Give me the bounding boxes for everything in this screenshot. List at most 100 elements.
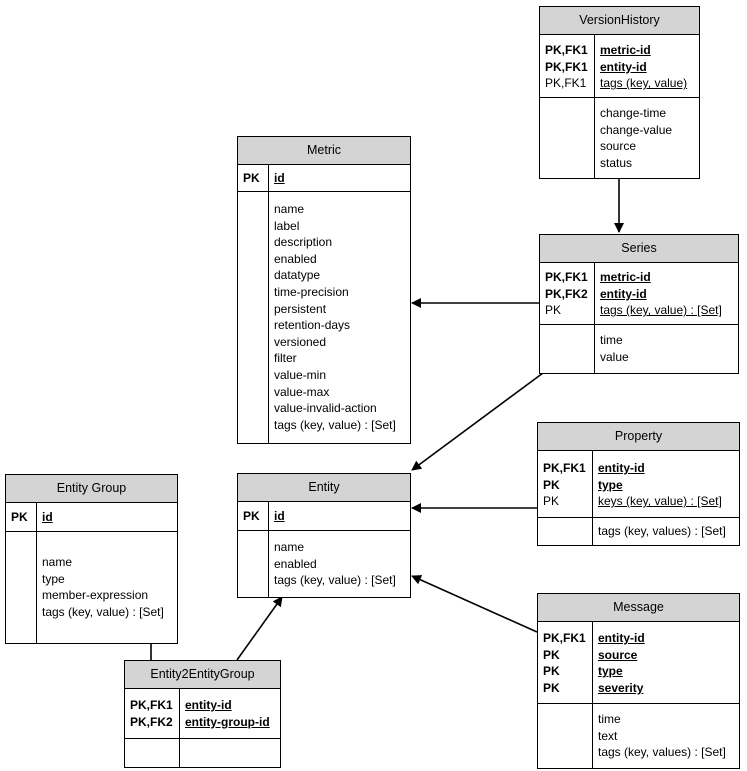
attribute-field: name — [274, 540, 305, 554]
attribute-field: tags (key, value) : [Set] — [274, 417, 396, 432]
attribute-field: tags (key, value) : [Set] — [274, 573, 396, 588]
entity-title: Entity2EntityGroup — [125, 661, 280, 689]
key-role: PK — [543, 647, 560, 662]
attribute-section — [125, 739, 280, 767]
attribute-field: change-time — [600, 106, 667, 120]
key-section: PK id — [238, 502, 410, 531]
key-field-column: id — [269, 165, 410, 191]
attribute-field: value — [600, 349, 629, 364]
relation-e2eg-entity — [236, 596, 283, 661]
key-field-column: entity-id entity-group-id — [180, 689, 280, 738]
key-field: id — [274, 509, 285, 523]
attribute-field: retention-days — [274, 318, 351, 333]
attribute-field: text — [598, 728, 618, 743]
key-field: type — [598, 477, 623, 492]
key-field: entity-id — [185, 698, 232, 712]
attribute-field: filter — [274, 351, 297, 366]
key-field: tags (key, value) — [600, 76, 688, 91]
attribute-field: name — [42, 555, 73, 569]
entity-title: Property — [538, 423, 739, 451]
key-role: PK — [543, 664, 560, 679]
key-role: PK — [243, 509, 260, 523]
key-field: entity-id — [598, 631, 645, 645]
entity-title: Metric — [238, 137, 410, 165]
key-role: PK,FK1 — [545, 270, 588, 284]
attribute-gutter — [538, 518, 593, 545]
attribute-field: member-expression — [42, 588, 149, 603]
key-field-column: id — [37, 503, 177, 531]
attribute-column: tags (key, values) : [Set] — [593, 518, 739, 545]
key-field: entity-id — [600, 286, 647, 301]
attribute-field: datatype — [274, 268, 321, 283]
attribute-column: time value — [595, 325, 738, 373]
relation-message-entity — [411, 575, 538, 633]
attribute-gutter — [238, 531, 269, 597]
key-field: severity — [598, 680, 644, 695]
attribute-field: time-precision — [274, 284, 349, 299]
key-role: PK,FK2 — [545, 286, 588, 301]
attribute-gutter — [540, 98, 595, 178]
relation-series-entity — [411, 372, 544, 471]
attribute-field: name — [274, 202, 305, 216]
key-field: entity-id — [600, 59, 647, 74]
key-role-column: PK — [238, 165, 269, 191]
attribute-field: enabled — [274, 251, 317, 266]
attribute-field: tags (key, values) : [Set] — [598, 745, 726, 760]
key-field: id — [42, 510, 53, 524]
attribute-field: type — [42, 571, 65, 586]
key-field: id — [274, 171, 285, 185]
attribute-section: time value — [540, 325, 738, 373]
attribute-column — [180, 739, 280, 767]
key-role: PK,FK1 — [130, 698, 173, 712]
key-role: PK,FK2 — [130, 714, 173, 729]
key-role: PK,FK1 — [543, 631, 586, 645]
attribute-field: label — [274, 218, 300, 233]
key-role: PK,FK1 — [545, 76, 587, 91]
attribute-field: tags (key, values) : [Set] — [598, 524, 726, 538]
key-role: PK — [543, 494, 560, 509]
attribute-field: time — [600, 333, 623, 347]
key-field: entity-group-id — [185, 714, 270, 729]
key-role: PK — [243, 171, 260, 185]
key-role: PK,FK1 — [545, 43, 588, 57]
attribute-section: time text tags (key, values) : [Set] — [538, 704, 739, 768]
key-field: type — [598, 664, 623, 679]
attribute-gutter — [125, 739, 180, 767]
attribute-gutter — [238, 192, 269, 443]
key-role: PK — [543, 680, 560, 695]
key-field-column: id — [269, 502, 410, 530]
entity-title: Series — [540, 235, 738, 263]
attribute-column: time text tags (key, values) : [Set] — [593, 704, 739, 768]
key-role: PK — [545, 303, 562, 318]
key-role: PK,FK1 — [545, 59, 588, 74]
key-field: entity-id — [598, 461, 645, 475]
key-section: PK id — [238, 165, 410, 192]
attribute-field: time — [598, 712, 621, 726]
key-field: tags (key, value) : [Set] — [600, 303, 722, 318]
attribute-field: value-max — [274, 384, 330, 399]
